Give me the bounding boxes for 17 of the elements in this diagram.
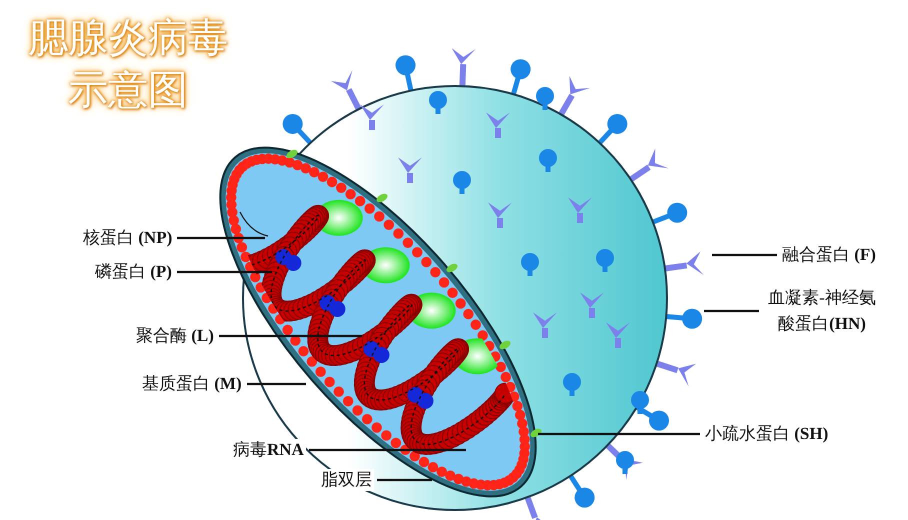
leader-line bbox=[704, 310, 759, 312]
leader-line bbox=[177, 270, 272, 274]
part-label: 小疏水蛋白 (SH) bbox=[703, 423, 830, 445]
leader-line bbox=[177, 236, 265, 240]
part-label: 融合蛋白 (F) bbox=[780, 244, 878, 266]
part-label: 基质蛋白 (M) bbox=[140, 373, 244, 395]
part-label: 脂双层 bbox=[319, 469, 374, 491]
part-label: 聚合酶 (L) bbox=[134, 325, 216, 347]
part-label: 磷蛋白 (P) bbox=[93, 261, 174, 283]
leader-line bbox=[377, 478, 432, 482]
leader-line bbox=[309, 448, 466, 452]
leader-line bbox=[538, 432, 700, 436]
title: 腮腺炎病毒示意图 bbox=[26, 14, 230, 115]
leader-line bbox=[219, 334, 362, 338]
part-label: 核蛋白 (NP) bbox=[81, 227, 174, 249]
leader-line bbox=[247, 382, 306, 386]
leader-line bbox=[712, 254, 777, 256]
